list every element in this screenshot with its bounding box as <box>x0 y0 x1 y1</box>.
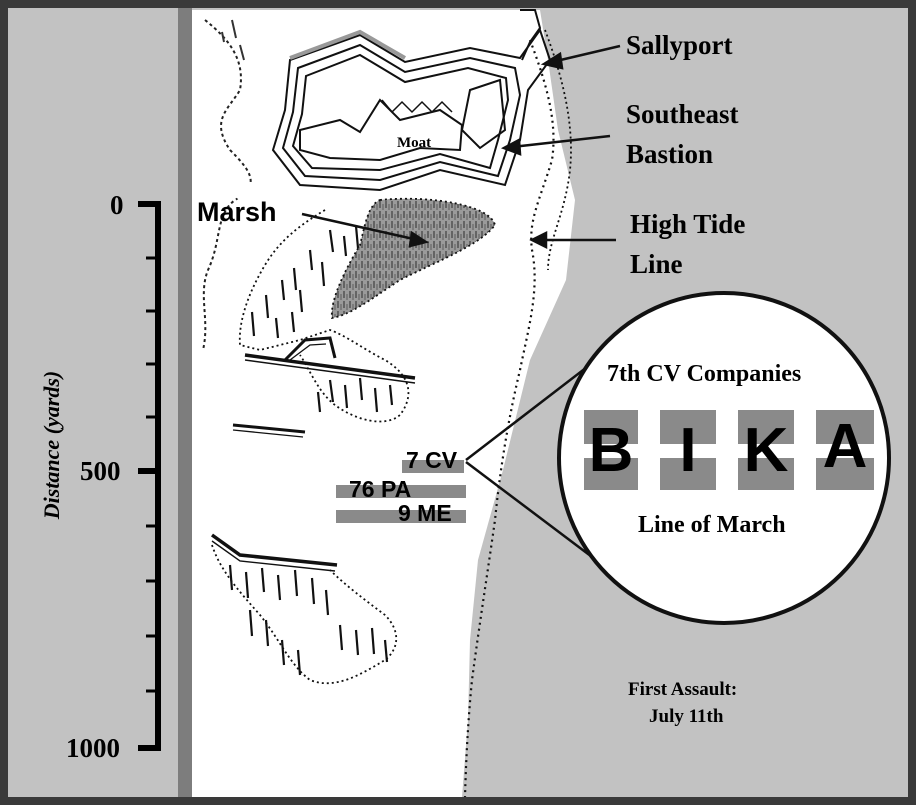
inset-circle <box>557 291 891 625</box>
company-bars <box>584 410 874 490</box>
shore-mark <box>221 19 245 61</box>
label-high-tide-line2: Line <box>630 249 683 279</box>
inset-title: 7th CV Companies <box>607 361 802 387</box>
fort-wall-shading <box>289 29 407 60</box>
fort-foreground <box>232 183 330 212</box>
brush-hatching <box>228 225 394 676</box>
caption-line2: July 11th <box>649 706 724 727</box>
label-southeast-bastion-line2: Bastion <box>626 139 714 169</box>
dune-area-south <box>211 544 398 685</box>
unit-bar-9me <box>336 510 466 523</box>
dune-area-north <box>238 209 410 423</box>
high-tide-line <box>463 39 555 798</box>
axis-tick-500: 500 <box>80 456 121 486</box>
unit-label-7cv: 7 CV <box>406 447 458 473</box>
label-moat: Moat <box>397 135 432 151</box>
axis-title: Distance (yards) <box>39 370 64 520</box>
caption-line1: First Assault: <box>628 679 738 700</box>
label-marsh: Marsh <box>197 197 277 227</box>
marsh-area <box>331 197 496 320</box>
axis-tick-1000: 1000 <box>66 733 120 763</box>
trench-lines <box>210 336 416 572</box>
fort-outline <box>271 9 552 192</box>
unit-bar-76pa <box>336 485 466 498</box>
company-k: K <box>743 416 789 485</box>
unit-label-76pa: 76 PA <box>349 476 412 502</box>
unit-label-9me: 9 ME <box>398 500 452 526</box>
scale-ticks <box>138 201 161 751</box>
axis-tick-0: 0 <box>110 190 124 220</box>
label-southeast-bastion-line1: Southeast <box>626 99 739 129</box>
label-sallyport: Sallyport <box>626 30 733 60</box>
label-high-tide-line1: High Tide <box>630 209 746 239</box>
callout-arrows <box>301 44 621 250</box>
west-shoreline <box>202 19 252 351</box>
scale-axis-bar <box>178 8 192 797</box>
company-i: I <box>679 416 697 485</box>
inset-connector-top <box>465 353 605 461</box>
inset-caption: Line of March <box>638 512 786 538</box>
company-b: B <box>588 416 634 485</box>
unit-bar-7cv <box>402 460 464 473</box>
inset-connector-bottom <box>465 461 605 567</box>
company-a: A <box>822 412 868 481</box>
